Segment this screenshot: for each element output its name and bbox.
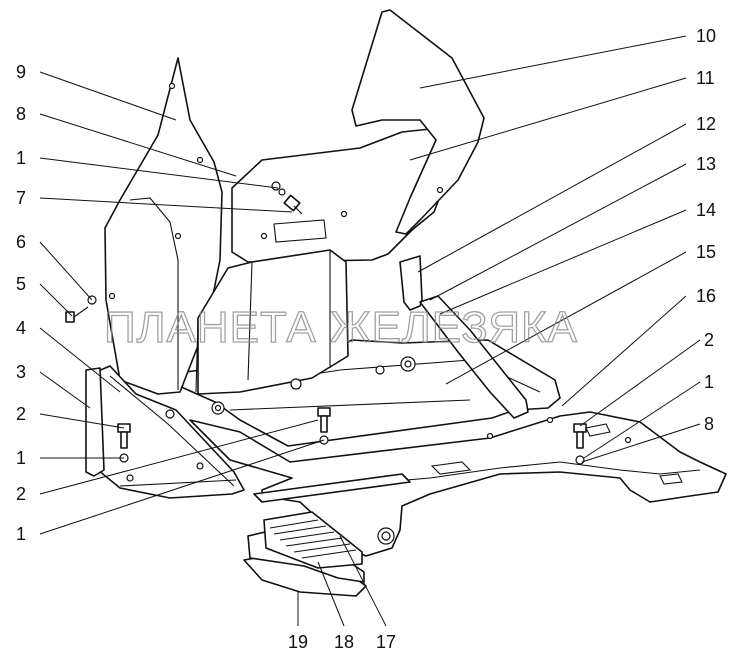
callout-5: 5 bbox=[16, 274, 26, 294]
post-bracket bbox=[399, 255, 423, 311]
callout-19: 19 bbox=[288, 632, 308, 652]
callout-7: 7 bbox=[16, 188, 26, 208]
bracket-slot-3 bbox=[659, 473, 683, 485]
callout-16: 16 bbox=[696, 286, 716, 306]
side-panel-left bbox=[104, 57, 223, 395]
callout-14: 14 bbox=[696, 200, 716, 220]
callout-15: 15 bbox=[696, 242, 716, 262]
callout-12: 12 bbox=[696, 114, 716, 134]
callout-1-lower: 1 bbox=[16, 524, 26, 544]
callout-17: 17 bbox=[376, 632, 396, 652]
bracket-slot-1 bbox=[430, 461, 472, 475]
watermark-text: ПЛАНЕТА ЖЕЛЕЗЯКА bbox=[104, 303, 578, 352]
side-panel-left-fold bbox=[129, 197, 179, 390]
callout-3: 3 bbox=[16, 362, 26, 382]
support-bracket-right bbox=[189, 411, 727, 557]
center-tunnel bbox=[197, 249, 349, 395]
callout-2-left: 2 bbox=[16, 404, 26, 424]
side-strip-right bbox=[419, 295, 529, 419]
callout-13: 13 bbox=[696, 154, 716, 174]
callout-9: 9 bbox=[16, 62, 26, 82]
callout-6: 6 bbox=[16, 232, 26, 252]
bracket-slot-2 bbox=[585, 423, 611, 437]
callout-1-left: 1 bbox=[16, 448, 26, 468]
pedal-ribs bbox=[269, 519, 357, 559]
callout-2-right: 2 bbox=[704, 330, 714, 350]
callout-2-lower: 2 bbox=[16, 484, 26, 504]
center-tunnel-edge bbox=[195, 250, 331, 393]
upper-flap-right bbox=[351, 9, 485, 235]
callout-labels: 10 11 12 13 14 15 16 9 8 1 7 6 5 4 3 2 1… bbox=[16, 26, 716, 652]
callout-18: 18 bbox=[334, 632, 354, 652]
callout-11: 11 bbox=[696, 68, 715, 88]
mount-holes bbox=[108, 82, 632, 545]
rear-panel-window bbox=[273, 219, 327, 243]
vertical-flange-left bbox=[85, 367, 105, 477]
callout-4: 4 bbox=[16, 318, 26, 338]
angled-rail-left-edge bbox=[109, 375, 237, 487]
callout-8-top: 8 bbox=[16, 104, 26, 124]
bolt-center-vertical bbox=[317, 407, 331, 445]
callout-10: 10 bbox=[696, 26, 716, 46]
leader-lines bbox=[39, 35, 701, 627]
pedal-pad-17 bbox=[263, 511, 363, 569]
callout-1-right: 1 bbox=[704, 372, 714, 392]
callout-8-right: 8 bbox=[704, 414, 714, 434]
callout-1-top: 1 bbox=[16, 148, 26, 168]
front-sill bbox=[253, 473, 411, 503]
angled-rail-left bbox=[95, 365, 245, 499]
